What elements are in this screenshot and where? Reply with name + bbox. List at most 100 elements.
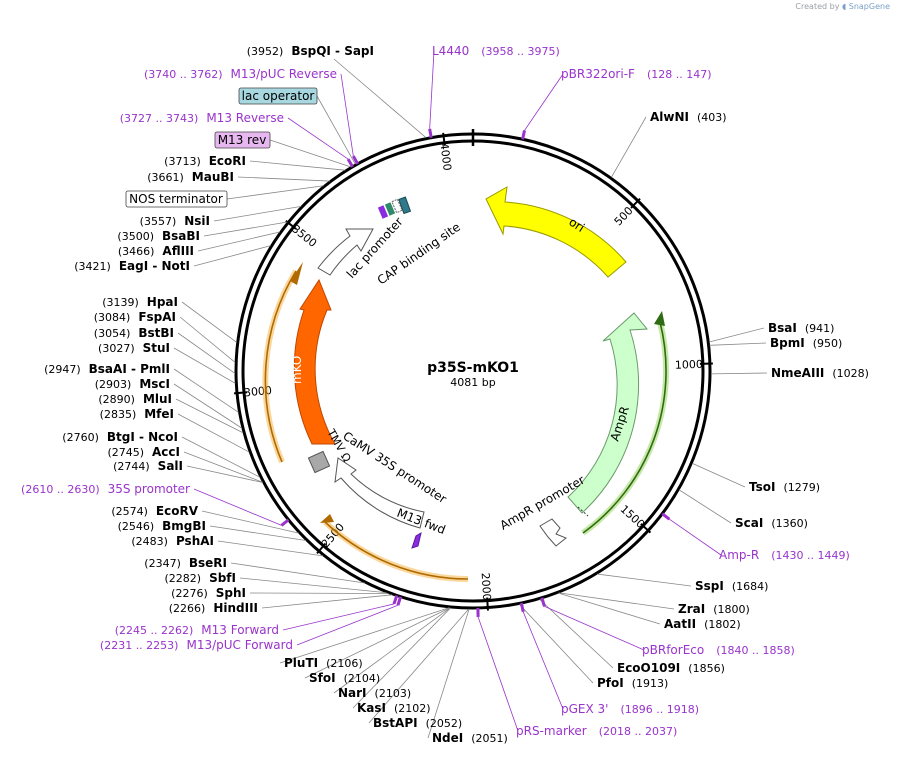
site-label[interactable]: (3139)HpaI (102, 295, 178, 309)
site-label[interactable]: (3713)EcoRI (164, 154, 246, 168)
site-label[interactable]: PfoI(1913) (597, 676, 668, 690)
site-name: BtgI - NcoI (107, 430, 178, 444)
leader-line (279, 607, 450, 664)
site-label[interactable]: PluTI(2106) (284, 656, 363, 670)
site-label[interactable]: NdeI(2051) (432, 731, 508, 745)
site-label[interactable]: (2546)BmgBI (118, 519, 206, 533)
primer-label[interactable]: (2231 .. 2253)M13/pUC Forward (100, 638, 293, 652)
primer-label[interactable]: pRS-marker(2018 .. 2037) (516, 724, 677, 738)
site-label[interactable]: (3500)BsaBI (117, 229, 200, 243)
site-label[interactable]: ZraI(1800) (678, 602, 750, 616)
tick-label: 1000 (675, 358, 703, 372)
feature-camv-35s-promoter[interactable] (334, 457, 425, 529)
leader-line (183, 451, 263, 483)
primer-label[interactable]: (3740 .. 3762)M13/pUC Reverse (144, 67, 337, 81)
site-label[interactable]: NmeAIII(1028) (771, 366, 869, 380)
site-label[interactable]: ScaI(1360) (735, 516, 808, 530)
feature-ampr-promoter[interactable] (539, 518, 567, 547)
leader-line (611, 116, 647, 178)
feature-m13-fwd[interactable] (411, 531, 422, 549)
site-position: (1279) (783, 481, 820, 494)
orange-track-bottom-head (320, 514, 334, 523)
site-label[interactable]: (3421)EagI - NotI (74, 259, 190, 273)
site-label[interactable]: BsaI(941) (768, 321, 834, 335)
site-label[interactable]: (2483)PshAI (131, 534, 214, 548)
site-label[interactable]: AlwNI(403) (650, 110, 727, 124)
feature-lac-promoter[interactable] (317, 228, 374, 276)
primer-label[interactable]: pBRforEco(1840 .. 1858) (642, 643, 795, 657)
leader-line (249, 592, 389, 594)
feature-mko[interactable] (293, 278, 336, 445)
primer-site-marker (392, 594, 399, 605)
primer-label[interactable]: (3727 .. 3743)M13 Reverse (120, 111, 284, 125)
site-label[interactable]: TsoI(1279) (749, 480, 820, 494)
site-labels: AlwNI(403) BsaI(941)BpmI(950) NmeAIII(1028… (21, 44, 869, 745)
site-label[interactable]: (2347)BseRI (144, 556, 227, 570)
site-name: EcoRV (156, 504, 199, 518)
leader-line (519, 604, 594, 684)
site-label[interactable]: EcoO109I(1856) (617, 661, 725, 675)
site-label[interactable]: (2890)MluI (98, 392, 172, 406)
site-label[interactable]: (2266)HindIII (169, 601, 258, 615)
site-label[interactable]: (3952)BspQI - SapI (247, 44, 374, 58)
site-position: (1684) (732, 580, 769, 593)
leader-line (559, 592, 675, 610)
leader-line (710, 372, 768, 375)
site-label[interactable]: KasI(2102) (357, 701, 431, 715)
primer-range: (2610 .. 2630) (21, 483, 100, 496)
primer-label[interactable]: (2245 .. 2262)M13 Forward (115, 623, 279, 637)
site-label[interactable]: (2835)MfeI (100, 407, 174, 421)
site-name: SfoI (309, 671, 336, 685)
feature-cap-binding-site[interactable] (398, 196, 412, 215)
site-label[interactable]: BpmI(950) (770, 336, 842, 350)
orange-track-left-head (290, 262, 303, 285)
primer-label[interactable]: Amp-R(1430 .. 1449) (719, 548, 850, 562)
primer-label[interactable]: (2610 .. 2630) 35S promoter (21, 482, 190, 496)
site-label[interactable]: (2276)SphI (171, 586, 246, 600)
tick-label: 3500 (289, 222, 319, 250)
site-label[interactable]: (3027)StuI (98, 341, 170, 355)
site-label[interactable]: (3557)NsiI (140, 214, 210, 228)
leader-line (239, 577, 387, 594)
site-label[interactable]: (3054)BstBI (94, 326, 174, 340)
site-label[interactable]: (3466)AflIII (118, 244, 194, 258)
primer-range: (1840 .. 1858) (716, 644, 795, 657)
tick-label: 4000 (437, 142, 453, 171)
site-label[interactable]: (2947)BsaAI - PmlI (44, 362, 170, 376)
boxed-nos-terminator: NOS terminator (125, 190, 228, 208)
leader-line (237, 176, 330, 182)
leader-line (261, 594, 393, 609)
feature-ampr[interactable] (567, 312, 649, 514)
site-label[interactable]: BstAPI(2052) (373, 716, 462, 730)
primer-site-marker (346, 158, 354, 168)
feature-tmv-omega[interactable] (307, 450, 331, 474)
site-position: (1802) (704, 618, 741, 631)
site-position: (2103) (375, 687, 412, 700)
site-label[interactable]: (3084)FspAI (94, 310, 176, 324)
leader-line (177, 413, 250, 453)
primer-name: L4440 (432, 44, 469, 58)
site-position: (2282) (165, 572, 202, 585)
site-label[interactable]: (2903)MscI (95, 377, 170, 391)
site-label[interactable]: SspI(1684) (695, 579, 768, 593)
leader-line (427, 608, 470, 739)
site-name: PshAI (176, 534, 214, 548)
leader-line (181, 436, 261, 478)
site-label[interactable]: (2744)SalI (113, 459, 183, 473)
primer-label[interactable]: pBR322ori-F(128 .. 147) (561, 67, 712, 81)
site-label[interactable]: SfoI(2104) (309, 671, 380, 685)
site-label[interactable]: NarI(2103) (338, 686, 411, 700)
primer-name: 35S promoter (108, 482, 190, 496)
site-label[interactable]: (3661)MauBI (147, 170, 234, 184)
primer-label[interactable]: pGEX 3'(1896 .. 1918) (561, 702, 699, 716)
leader-line (249, 160, 346, 171)
tick-mark (640, 523, 652, 534)
site-label[interactable]: AatII(1802) (664, 617, 741, 631)
site-name: SalI (158, 459, 183, 473)
site-label[interactable]: (2760)BtgI - NcoI (62, 430, 178, 444)
site-label[interactable]: (2745)AccI (107, 445, 180, 459)
site-label[interactable]: (2574)EcoRV (111, 504, 198, 518)
feature-ori[interactable] (485, 186, 627, 278)
site-label[interactable]: (2282)SbfI (165, 571, 237, 585)
primer-label[interactable]: L4440(3958 .. 3975) (432, 44, 560, 58)
